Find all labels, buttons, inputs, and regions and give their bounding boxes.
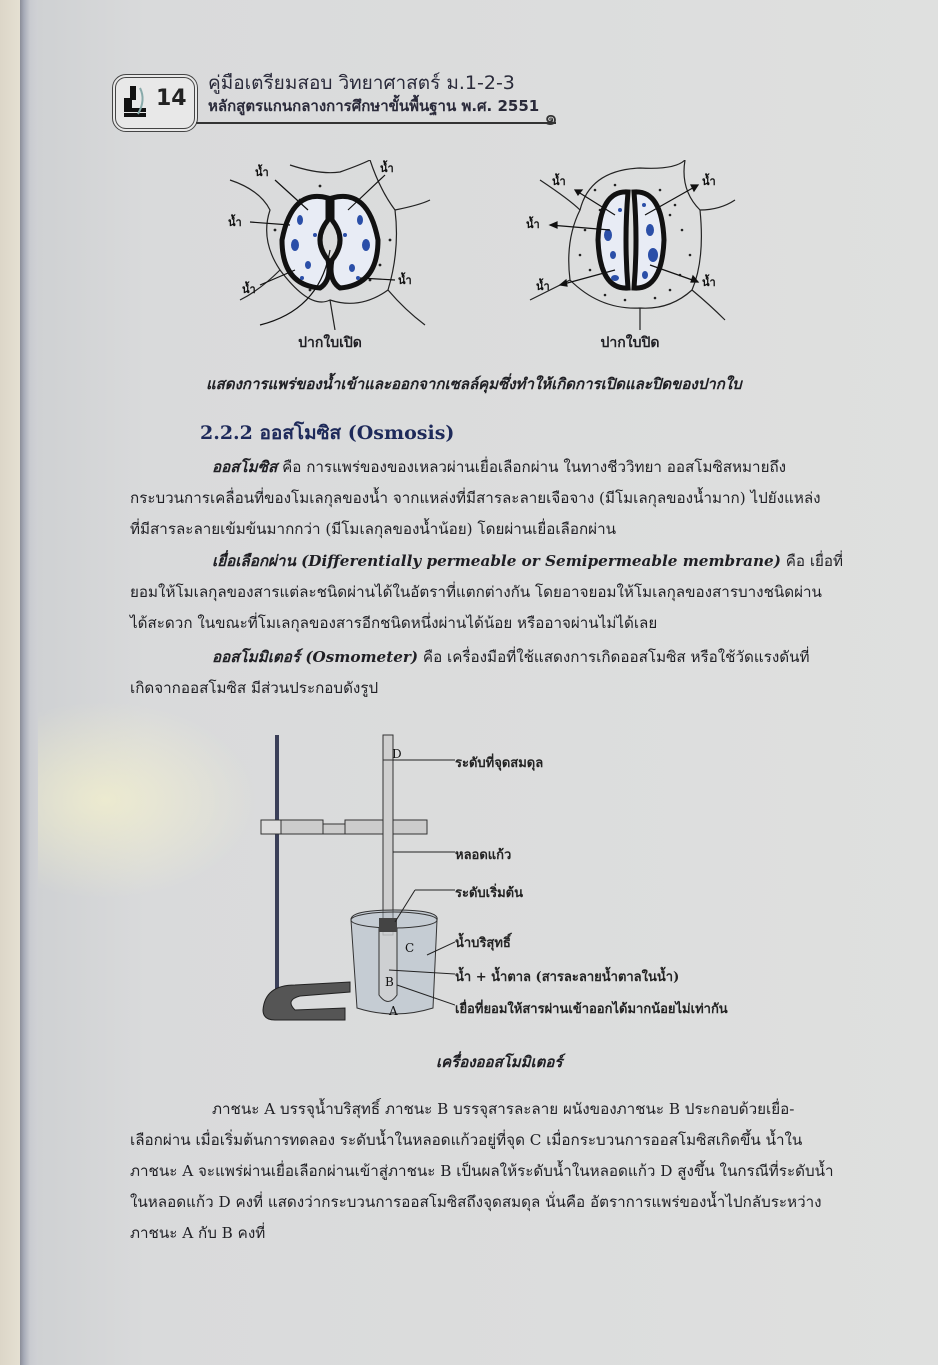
closed-stoma-caption: ปากใบปิด: [600, 335, 660, 351]
osmometer-definition: ออสโมมิเตอร์ (Osmometer) คือ เครื่องมือท…: [130, 642, 872, 704]
label-start-level: ระดับเริ่มต้น: [455, 886, 523, 901]
svg-text:B: B: [385, 975, 394, 989]
svg-text:น้ำ: น้ำ: [702, 173, 716, 188]
text-line: ในหลอดแก้ว D คงที่ แสดงว่ากระบวนการออสโม…: [130, 1193, 822, 1211]
closed-stoma-diagram: น้ำน้ำ น้ำน้ำน้ำ: [526, 160, 736, 330]
open-stoma-caption: ปากใบเปิด: [298, 335, 362, 351]
microscope-icon: [124, 86, 146, 117]
text-line: คือ เครื่องมือที่ใช้แสดงการเกิดออสโมซิส …: [418, 648, 810, 666]
text-line: คือ การแพร่ของของเหลวผ่านเยื่อเลือกผ่าน …: [277, 458, 787, 476]
osmometer-caption: เครื่องออสโมมิเตอร์: [436, 1053, 563, 1071]
text-line: ที่มีสารละลายเข้มข้นมากกว่า (มีโมเลกุลขอ…: [130, 520, 616, 538]
osmometer-figure: D C B A ระดับที่จุดสมดุล หลอดแก้ว ระดับเ…: [255, 730, 775, 1030]
svg-text:D: D: [392, 747, 402, 761]
svg-text:C: C: [405, 941, 414, 955]
light-glare: [38, 700, 258, 900]
term-osmosis: ออสโมซิส: [212, 458, 278, 476]
svg-text:น้ำ: น้ำ: [552, 173, 566, 188]
text-line: กระบวนการเคลื่อนที่ของโมเลกุลของน้ำ จากแ…: [130, 489, 821, 507]
text-line: ภาชนะ A จะแพร่ผ่านเยื่อเลือกผ่านเข้าสู่ภ…: [130, 1162, 834, 1180]
term-osmometer: ออสโมมิเตอร์ (Osmometer): [212, 648, 419, 666]
open-stoma-diagram: น้ำน้ำ น้ำน้ำน้ำ: [228, 160, 431, 330]
stomata-figure-caption: แสดงการแพร่ของน้ำเข้าและออกจากเซลล์คุมซึ…: [206, 375, 742, 393]
page-number-badge: 14: [112, 74, 198, 132]
svg-text:A: A: [388, 1004, 398, 1018]
text-line: ภาชนะ A กับ B คงที่: [130, 1224, 266, 1242]
text-line: คือ เยื่อที่: [780, 552, 844, 570]
curriculum-subtitle: หลักสูตรแกนกลางการศึกษาขั้นพื้นฐาน พ.ศ. …: [208, 97, 540, 115]
text-line: เลือกผ่าน เมื่อเริ่มต้นการทดลอง ระดับน้ำ…: [130, 1131, 803, 1149]
facing-page-edge: [0, 0, 20, 1365]
label-glass-tube: หลอดแก้ว: [455, 848, 512, 863]
text-line: ยอมให้โมเลกุลของสารแต่ละชนิดผ่านได้ในอัต…: [130, 583, 822, 601]
label-membrane: เยื่อที่ยอมให้สารผ่านเข้าออกได้มากน้อยไม…: [455, 1002, 728, 1017]
book-page: [38, 0, 938, 1365]
book-title: คู่มือเตรียมสอบ วิทยาศาสตร์ ม.1-2-3: [208, 72, 515, 94]
thai-numeral-ornament-icon: ๑: [544, 106, 558, 131]
svg-text:น้ำ: น้ำ: [228, 214, 242, 229]
page-number: 14: [156, 86, 187, 111]
term-membrane: เยื่อเลือกผ่าน (Differentially permeable…: [212, 552, 781, 570]
experiment-description: ภาชนะ A บรรจุน้ำบริสุทธิ์ ภาชนะ B บรรจุส…: [130, 1094, 872, 1249]
osmosis-definition: ออสโมซิส คือ การแพร่ของของเหลวผ่านเยื่อเ…: [130, 452, 872, 545]
svg-text:น้ำ: น้ำ: [255, 164, 269, 179]
osmometer-apparatus: D C B A: [260, 734, 455, 1021]
svg-text:น้ำ: น้ำ: [242, 281, 256, 296]
label-sugar-solution: น้ำ + น้ำตาล (สารละลายน้ำตาลในน้ำ): [455, 970, 680, 985]
label-equilibrium-level: ระดับที่จุดสมดุล: [455, 756, 544, 771]
text-line: ได้สะดวก ในขณะที่โมเลกุลของสารอีกชนิดหนึ…: [130, 614, 658, 632]
svg-text:น้ำ: น้ำ: [702, 274, 716, 289]
stomata-figure: น้ำน้ำ น้ำน้ำน้ำ ปากใบเปิด: [200, 160, 760, 360]
svg-text:น้ำ: น้ำ: [536, 278, 550, 293]
svg-text:น้ำ: น้ำ: [380, 160, 394, 175]
text-line: ภาชนะ A บรรจุน้ำบริสุทธิ์ ภาชนะ B บรรจุส…: [212, 1100, 795, 1118]
svg-text:น้ำ: น้ำ: [526, 216, 540, 231]
text-line: เกิดจากออสโมซิส มีส่วนประกอบดังรูป: [130, 679, 379, 697]
svg-text:น้ำ: น้ำ: [398, 272, 412, 287]
section-heading: 2.2.2 ออสโมซิส (Osmosis): [200, 422, 455, 444]
page-header: 14 คู่มือเตรียมสอบ วิทยาศาสตร์ ม.1-2-3 ห…: [112, 68, 592, 132]
membrane-definition: เยื่อเลือกผ่าน (Differentially permeable…: [130, 546, 872, 639]
label-pure-water: น้ำบริสุทธิ์: [455, 936, 511, 951]
header-rule: [196, 122, 556, 124]
